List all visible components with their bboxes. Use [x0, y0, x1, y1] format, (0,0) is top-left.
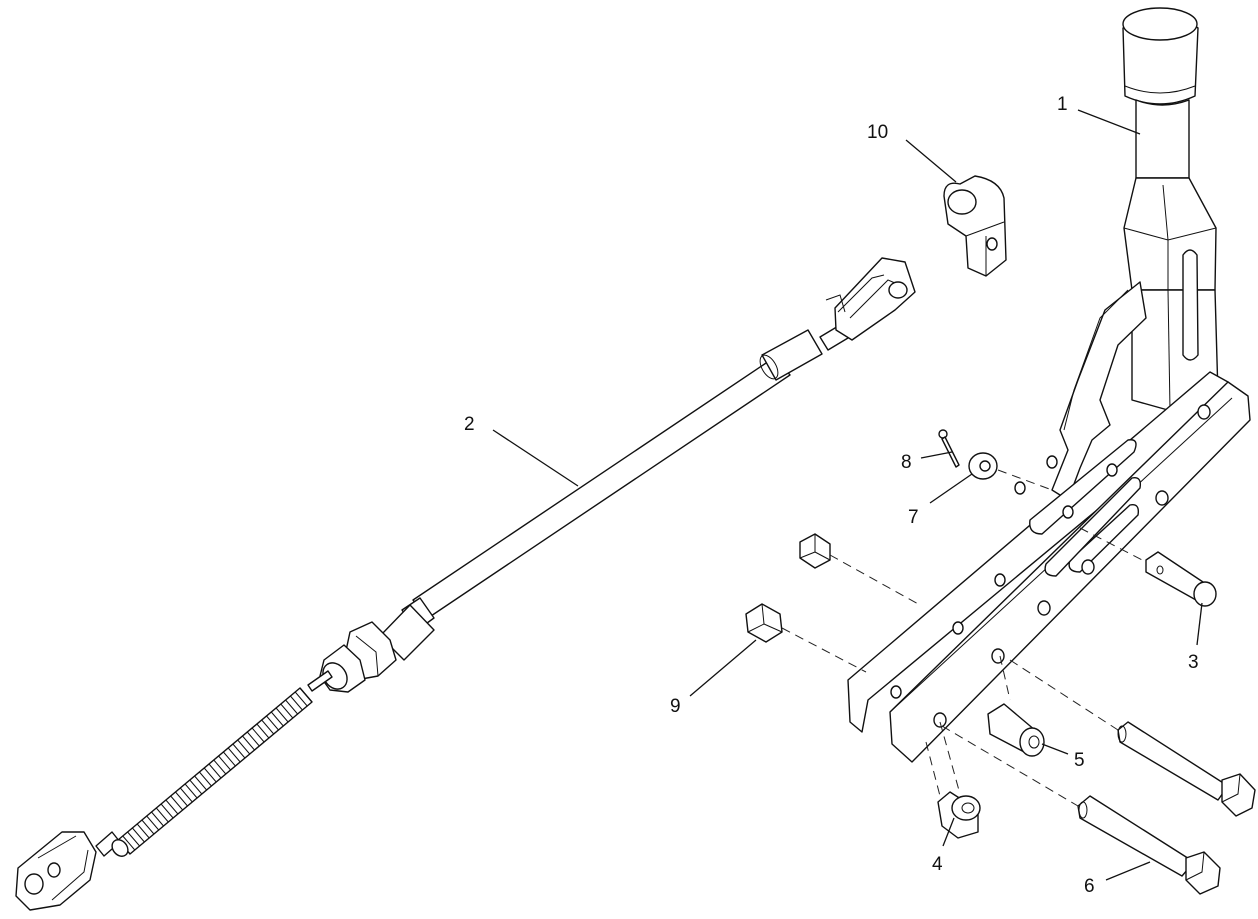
callout-8: 8	[901, 452, 912, 473]
callout-10: 10	[867, 122, 888, 143]
mounting-bracket	[847, 371, 1251, 763]
lock-nut-lower	[745, 603, 783, 643]
callout-3: 3	[1188, 652, 1199, 673]
leader-lines	[492, 109, 1203, 881]
callout-1: 1	[1057, 94, 1068, 115]
lower-clevis	[15, 831, 97, 911]
clevis-pin	[1145, 551, 1217, 607]
callout-4: 4	[932, 854, 943, 875]
return-spring	[117, 687, 313, 855]
cable-jam-nut	[319, 621, 397, 693]
callout-5: 5	[1074, 750, 1085, 771]
lock-nut-upper	[799, 533, 831, 569]
cable-assembly	[15, 257, 916, 911]
spacer-upper	[987, 703, 1045, 757]
callout-9: 9	[670, 696, 681, 717]
callout-2: 2	[464, 414, 475, 435]
shift-lever	[847, 7, 1251, 763]
cotter-pin	[938, 429, 960, 468]
hex-bolt-upper	[1117, 721, 1256, 817]
spacer-lower	[937, 791, 981, 839]
callout-7: 7	[908, 507, 919, 528]
assembly-centerlines	[781, 469, 1147, 807]
callout-labels: 1 2 3 4 5 6 7 8 9 10	[464, 94, 1199, 897]
callout-6: 6	[1084, 876, 1095, 897]
upper-clevis	[825, 257, 916, 341]
cable-clamp	[943, 175, 1007, 277]
flat-washer	[968, 452, 998, 480]
hex-bolt-lower	[1077, 795, 1221, 895]
